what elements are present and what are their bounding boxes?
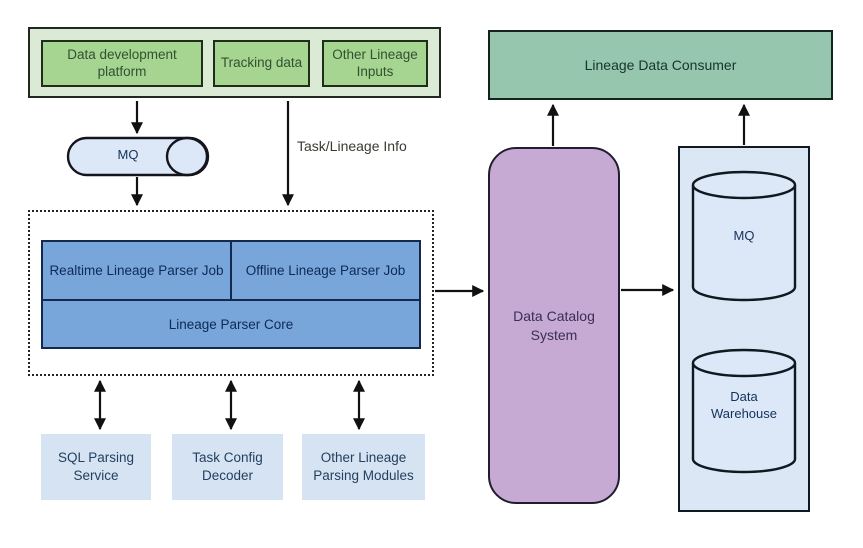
node-offline-lineage-parser-job: Offline Lineage Parser Job (232, 242, 419, 299)
data-warehouse-label: Data Warehouse (711, 389, 777, 421)
storage-container (678, 146, 810, 512)
node-label: Tracking data (220, 55, 303, 71)
node-other-lineage-inputs: Other Lineage Inputs (322, 40, 428, 87)
task-lineage-info-label: Task/Lineage Info (297, 138, 407, 154)
node-data-development-platform: Data development platform (41, 40, 203, 87)
parser-jobs-row: Realtime Lineage Parser Job Offline Line… (43, 242, 419, 301)
node-other-lineage-parsing-modules: Other Lineage Parsing Modules (302, 434, 425, 500)
node-lineage-parser-core: Lineage Parser Core (43, 301, 419, 347)
node-label: Other Lineage Parsing Modules (313, 450, 414, 483)
node-lineage-data-consumer: Lineage Data Consumer (488, 30, 833, 100)
node-label: Lineage Data Consumer (584, 57, 737, 73)
node-task-config-decoder: Task Config Decoder (172, 434, 283, 500)
node-label: SQL Parsing Service (57, 450, 135, 483)
mq-pipe-label: MQ (117, 147, 139, 162)
node-label: Data Catalog System (513, 307, 595, 343)
node-label: Realtime Lineage Parser Job (49, 263, 224, 278)
parser-group: Realtime Lineage Parser Job Offline Line… (41, 240, 421, 349)
node-sql-parsing-service: SQL Parsing Service (41, 434, 151, 500)
node-label: Lineage Parser Core (168, 316, 294, 332)
node-data-catalog-system: Data Catalog System (488, 147, 620, 504)
node-label: Task Config Decoder (192, 450, 263, 483)
node-label: Offline Lineage Parser Job (245, 263, 406, 278)
node-label: Other Lineage Inputs (332, 46, 418, 79)
node-tracking-data: Tracking data (213, 40, 310, 87)
node-realtime-lineage-parser-job: Realtime Lineage Parser Job (43, 242, 232, 299)
lineage-parser-region (28, 210, 434, 376)
storage-mq-label: MQ (733, 228, 755, 243)
node-label: Data development platform (67, 46, 177, 79)
